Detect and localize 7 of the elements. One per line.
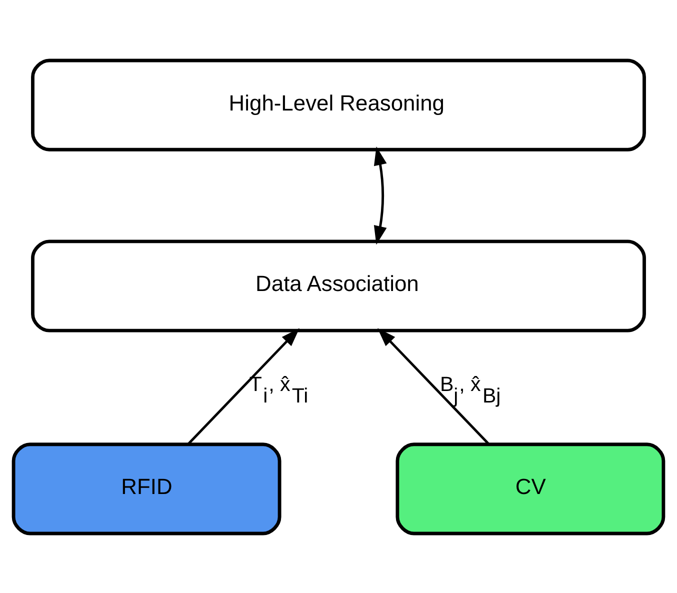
arrow: [374, 146, 387, 244]
node-box: RFID: [12, 442, 282, 535]
node-box: CV: [396, 442, 666, 535]
arrow: [377, 328, 490, 444]
node-box: Data Association: [31, 239, 646, 332]
arrow: [187, 328, 300, 444]
node-box: High-Level Reasoning: [31, 58, 646, 151]
